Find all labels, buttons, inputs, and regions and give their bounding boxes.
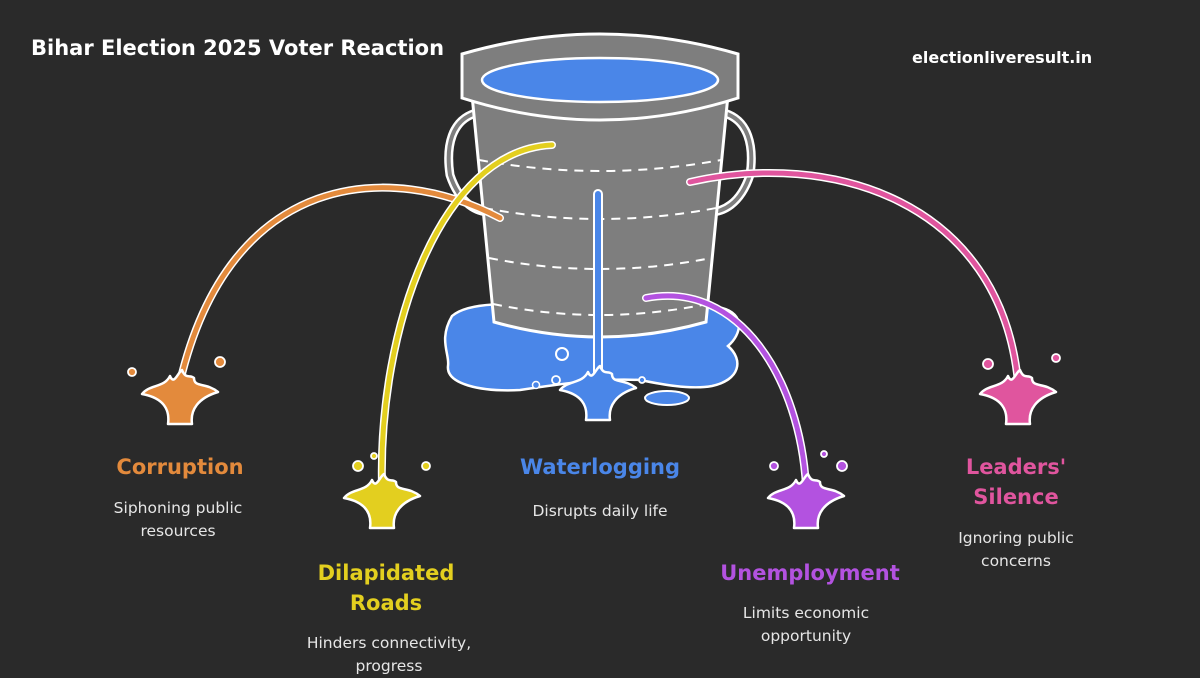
splash-unemployment — [766, 472, 846, 530]
water-drop — [531, 380, 541, 390]
bucket-ring — [488, 257, 712, 270]
splash-drop-waterlogging — [551, 375, 561, 385]
node-desc-corruption: Siphoning public resources — [113, 499, 243, 540]
splash-drop-dilapidated-roads — [370, 452, 378, 460]
node-label-unemployment: Unemployment — [720, 561, 900, 585]
splash-drop-waterlogging — [638, 376, 646, 384]
stream-dilapidated-roads — [379, 142, 555, 489]
node-desc-dilapidated-roads: Hinders connectivity, progress — [306, 634, 472, 675]
splash-drop-leaders-silence — [982, 358, 994, 370]
node-desc-waterlogging: Disrupts daily life — [532, 502, 668, 520]
splash-drop-corruption — [127, 367, 137, 377]
splash-drop-leaders-silence — [1051, 353, 1061, 363]
node-desc-unemployment: Limits economic opportunity — [742, 604, 870, 645]
node-label-waterlogging: Waterlogging — [519, 455, 681, 479]
splash-drop-unemployment — [820, 450, 828, 458]
water-drop — [644, 390, 690, 406]
splash-drop-dilapidated-roads — [421, 461, 431, 471]
splash-leaders-silence — [978, 368, 1058, 426]
stream-leaders-silence — [687, 170, 1021, 385]
stream-corruption — [177, 185, 503, 385]
splash-drop-unemployment — [769, 461, 779, 471]
splash-drop-corruption — [214, 356, 226, 368]
site-url: electionliveresult.in — [912, 48, 1093, 67]
stream-unemployment — [643, 293, 809, 489]
splash-drop-dilapidated-roads — [352, 460, 364, 472]
splash-waterlogging — [558, 364, 638, 422]
node-label-leaders-silence: Leaders' Silence — [965, 455, 1067, 509]
splash-drop-unemployment — [836, 460, 848, 472]
splash-dilapidated-roads — [342, 472, 422, 530]
node-label-corruption: Corruption — [116, 455, 244, 479]
page-title: Bihar Election 2025 Voter Reaction — [31, 36, 445, 60]
stream-outline-leaders-silence — [686, 169, 1022, 386]
splash-corruption — [140, 368, 220, 426]
node-desc-leaders-silence: Ignoring public concerns — [958, 529, 1074, 570]
water-drop — [555, 347, 569, 361]
bucket-water — [480, 56, 720, 104]
node-label-dilapidated-roads: Dilapidated Roads — [317, 561, 455, 615]
bucket-ring — [478, 159, 722, 172]
